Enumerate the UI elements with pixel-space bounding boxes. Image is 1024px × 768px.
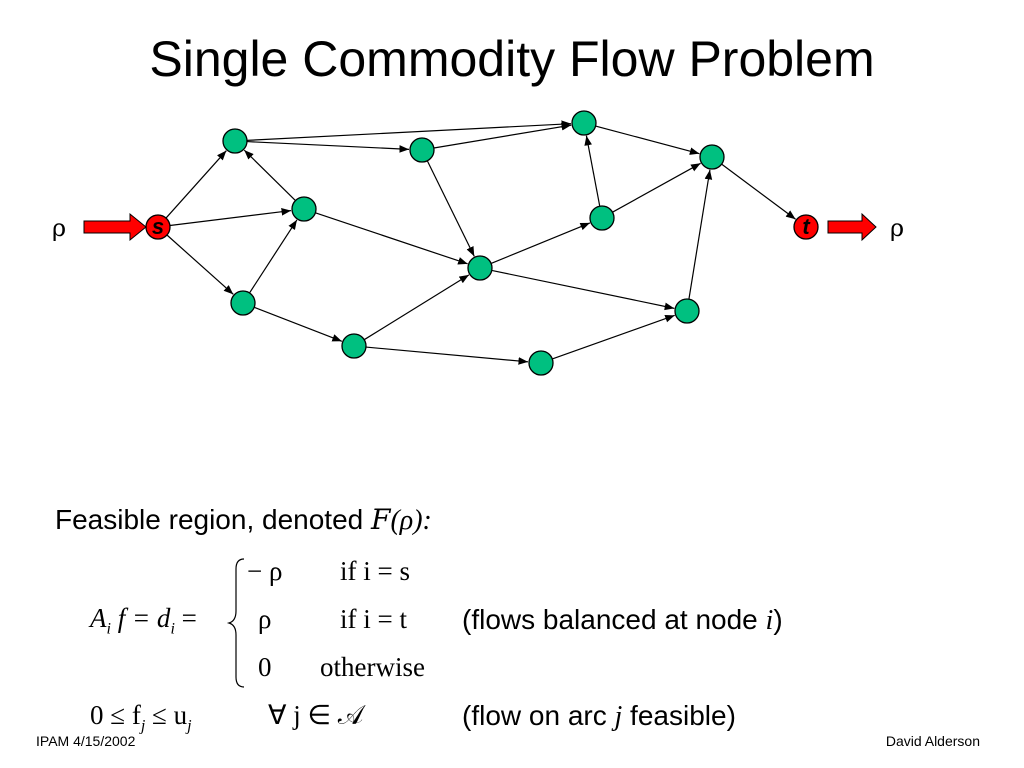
arc-n8-n7: [584, 135, 601, 207]
node-n4: [409, 137, 435, 163]
outflow-arrow: [827, 212, 877, 242]
lhs-sub-i: i: [106, 620, 111, 638]
inflow-arrow: [83, 212, 147, 242]
case2-condition: if i = t: [340, 604, 407, 634]
lhs-f-d: f = d: [110, 603, 171, 633]
arc-n3-n2: [249, 219, 298, 294]
arc-n7-n9: [595, 125, 700, 155]
arc-n10-n11: [552, 314, 675, 360]
arc-s-n2: [169, 207, 292, 227]
capacity-forall: ∀ j ∈ 𝒜: [268, 700, 364, 730]
feasible-lead: Feasible region, denoted: [55, 504, 371, 535]
capacity-note-prefix: (flow on arc: [462, 700, 615, 731]
capacity-expression: 0 ≤ fj ≤ uj: [90, 700, 192, 735]
sink-label: t: [802, 214, 811, 239]
slide-title: Single Commodity Flow Problem: [149, 31, 875, 87]
capacity-sub-j2: j: [187, 717, 192, 735]
sink-node: [793, 214, 819, 240]
capacity-expr2: ≤ u: [145, 700, 188, 730]
arc-n6-n10: [365, 346, 529, 365]
arc-n6-n5: [363, 274, 470, 341]
arc-n2-n1: [243, 149, 296, 202]
arc-n5-n11: [491, 269, 675, 311]
arc-s-n3: [166, 234, 234, 295]
footer-date: IPAM 4/15/2002: [36, 733, 136, 749]
feasible-arg: (ρ):: [390, 505, 432, 536]
arc-n9-t: [721, 163, 796, 220]
arc-n4-n7: [433, 122, 572, 149]
node-n7: [571, 110, 597, 136]
lhs-equals: =: [174, 603, 197, 633]
source-label: s: [152, 214, 164, 239]
balance-note-prefix: (flows balanced at node: [462, 604, 766, 635]
edge-layer: [165, 120, 796, 365]
node-n11: [674, 298, 700, 324]
feasible-symbol: F: [371, 503, 391, 536]
node-n10: [528, 350, 554, 376]
node-n1: [222, 128, 248, 154]
arc-n4-n5: [426, 160, 475, 257]
case3-condition: otherwise: [320, 652, 425, 682]
arc-n8-n9: [612, 162, 701, 213]
arc-n11-n9: [688, 169, 713, 300]
balance-note: (flows balanced at node i): [462, 604, 783, 637]
arc-n3-n6: [253, 306, 343, 342]
case1-value: − ρ: [247, 556, 283, 586]
node-n6: [341, 333, 367, 359]
node-n8: [589, 205, 615, 231]
node-n9: [699, 144, 725, 170]
node-n2: [291, 196, 317, 222]
arc-n1-n7: [246, 120, 572, 141]
capacity-expr: 0 ≤ f: [90, 700, 141, 730]
lhs-sub-di: i: [170, 620, 175, 638]
capacity-note-var: j: [614, 701, 623, 732]
case1-condition: if i = s: [340, 556, 410, 586]
arc-n1-n4: [246, 140, 410, 153]
case2-value: ρ: [258, 604, 272, 634]
lhs-A: A: [90, 603, 107, 633]
inflow-rho-label: ρ: [52, 214, 66, 242]
equation-lhs: Ai f = di =: [90, 603, 197, 638]
case-brace: [226, 558, 245, 688]
feasible-region-text: Feasible region, denoted F(ρ):: [55, 503, 432, 537]
footer-author: David Alderson: [885, 733, 980, 749]
capacity-note-suffix: feasible): [622, 700, 736, 731]
capacity-sub-j: j: [140, 717, 146, 735]
case3-value: 0: [258, 652, 272, 682]
arc-n2-n5: [315, 212, 468, 265]
balance-note-var: i: [765, 605, 774, 636]
balance-note-suffix: ): [773, 604, 783, 635]
outflow-rho-label: ρ: [890, 214, 904, 242]
arc-s-n1: [165, 150, 227, 219]
capacity-note: (flow on arc j feasible): [462, 700, 736, 733]
node-n5: [467, 255, 493, 281]
arc-n5-n8: [490, 222, 591, 265]
node-n3: [230, 290, 256, 316]
